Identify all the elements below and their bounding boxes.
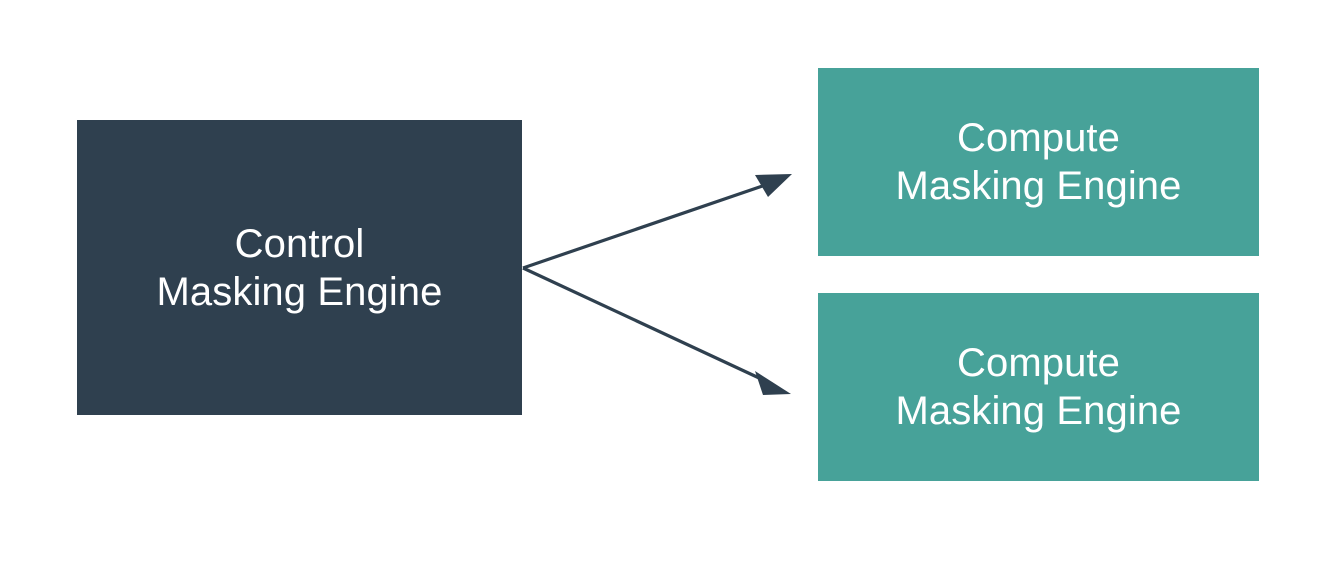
node-control-label-line2: Masking Engine xyxy=(156,269,443,314)
node-compute-1-label-line2: Masking Engine xyxy=(895,164,1182,208)
connector-control-to-compute-2 xyxy=(522,266,791,395)
node-compute-2-label-line1: Compute xyxy=(956,341,1120,385)
node-compute-masking-engine-2[interactable]: Compute Masking Engine xyxy=(818,293,1259,481)
connector-line-lower xyxy=(522,266,773,386)
arrowhead-lower-icon xyxy=(755,371,791,395)
node-control-label-line1: Control xyxy=(234,221,365,266)
connector-line-upper xyxy=(522,180,775,270)
connector-control-to-compute-1 xyxy=(522,174,792,270)
node-compute-masking-engine-1[interactable]: Compute Masking Engine xyxy=(818,68,1259,256)
node-compute-1-label-line1: Compute xyxy=(956,116,1120,160)
node-control-masking-engine[interactable]: Control Masking Engine xyxy=(77,120,522,415)
node-compute-2-label-line2: Masking Engine xyxy=(895,389,1182,433)
arrowhead-upper-icon xyxy=(755,174,792,197)
